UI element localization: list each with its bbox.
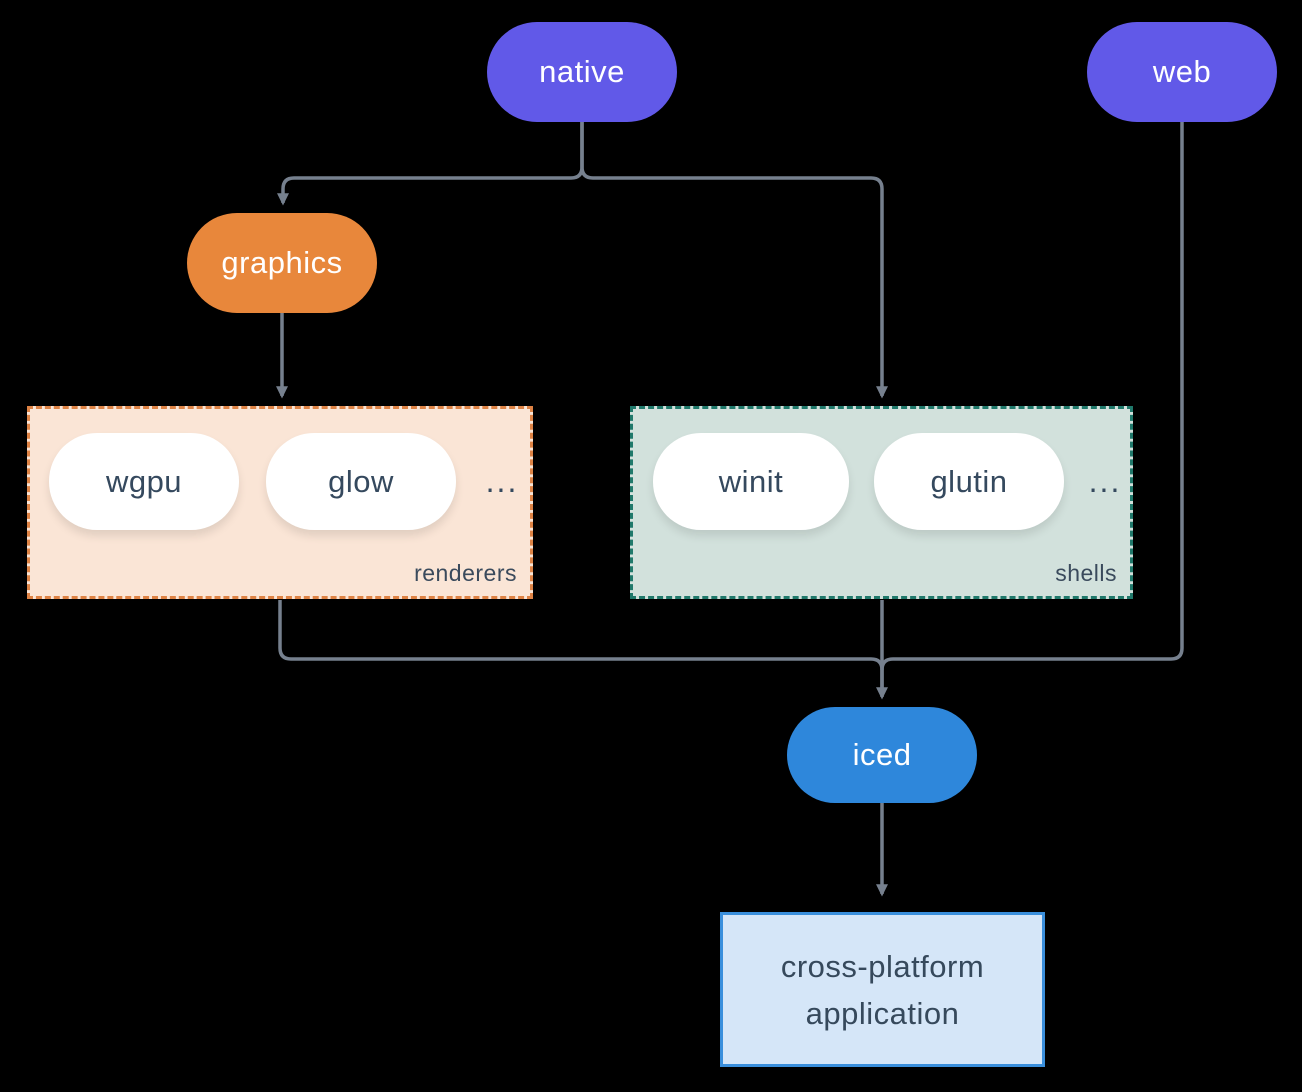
node-app-label: cross-platform application <box>780 948 985 1031</box>
group-shells: winit glutin ... shells <box>630 406 1133 599</box>
node-web-label: web <box>1152 54 1212 89</box>
node-glow-label: glow <box>328 463 394 499</box>
renderers-group-label: renderers <box>414 560 517 586</box>
node-graphics-label: graphics <box>221 245 343 280</box>
node-wgpu: wgpu <box>49 433 239 530</box>
node-native: native <box>487 22 677 122</box>
node-wgpu-label: wgpu <box>105 463 183 499</box>
edge-web-to-iced <box>880 122 1184 671</box>
node-iced: iced <box>787 707 977 803</box>
node-glutin-label: glutin <box>930 463 1008 499</box>
node-glutin: glutin <box>874 433 1064 530</box>
renderers-ellipsis: ... <box>485 463 519 499</box>
node-winit-label: winit <box>718 463 784 499</box>
node-native-label: native <box>539 54 625 89</box>
node-graphics: graphics <box>187 213 377 313</box>
node-winit: winit <box>653 433 849 530</box>
edge-native-to-shells <box>580 122 888 399</box>
edge-renderers-to-iced <box>278 600 888 700</box>
shells-ellipsis: ... <box>1088 463 1122 499</box>
shells-group-label: shells <box>1055 560 1117 586</box>
node-cross-platform-application: cross-platform application <box>720 912 1045 1067</box>
group-renderers: wgpu glow ... renderers <box>27 406 533 599</box>
node-iced-label: iced <box>852 737 912 772</box>
node-web: web <box>1087 22 1277 122</box>
node-glow: glow <box>266 433 456 530</box>
edge-native-to-graphics <box>277 122 584 206</box>
